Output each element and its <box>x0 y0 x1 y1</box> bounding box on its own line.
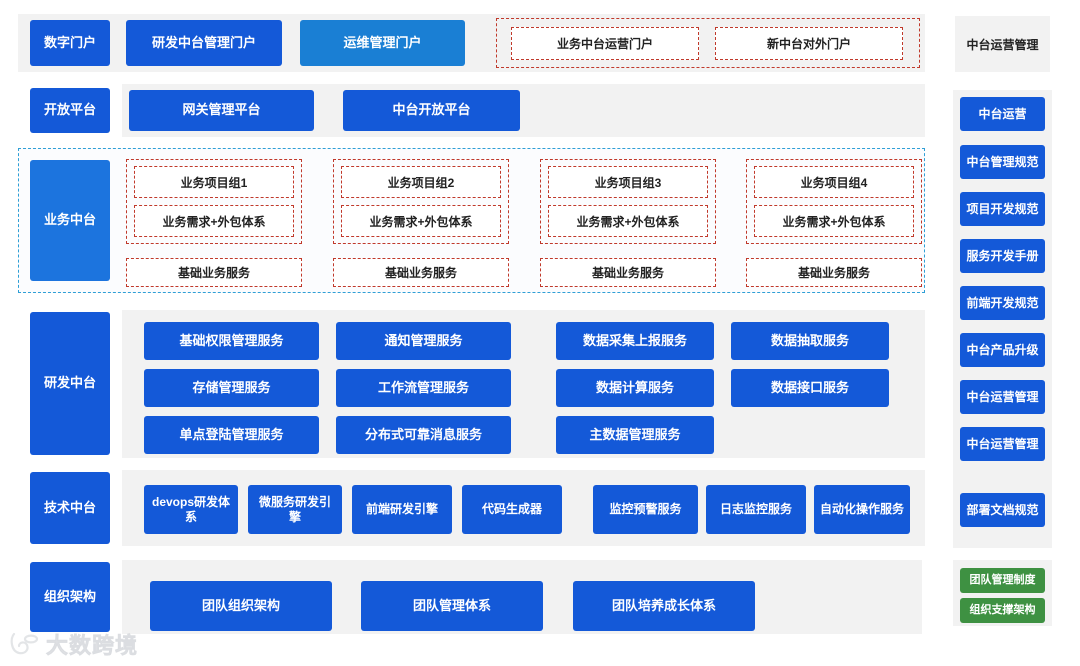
business-group-1-subtitle[interactable]: 业务需求+外包体系 <box>134 205 294 237</box>
tech-service-devops[interactable]: devops研发体系 <box>144 485 238 534</box>
rnd-service-messaging[interactable]: 分布式可靠消息服务 <box>336 416 511 454</box>
portal-business-ops[interactable]: 业务中台运营门户 <box>511 27 699 60</box>
business-group-4: 业务项目组4 业务需求+外包体系 <box>746 159 922 244</box>
org-team-growth[interactable]: 团队培养成长体系 <box>573 581 755 631</box>
watermark: 大数跨境 <box>10 628 138 660</box>
business-group-3: 业务项目组3 业务需求+外包体系 <box>540 159 716 244</box>
portal-ops-management[interactable]: 运维管理门户 <box>300 20 465 66</box>
right-item-service-dev-manual[interactable]: 服务开发手册 <box>960 239 1045 273</box>
business-group-3-title[interactable]: 业务项目组3 <box>548 166 708 198</box>
tech-midplatform-label[interactable]: 技术中台 <box>30 472 110 544</box>
right-item-frontend-dev-spec[interactable]: 前端开发规范 <box>960 286 1045 320</box>
right-item-team-management-system[interactable]: 团队管理制度 <box>960 568 1045 593</box>
portal-dev-management[interactable]: 研发中台管理门户 <box>126 20 282 66</box>
right-item-management-spec[interactable]: 中台管理规范 <box>960 145 1045 179</box>
right-column-header: 中台运营管理 <box>966 37 1039 52</box>
rnd-midplatform-label[interactable]: 研发中台 <box>30 312 110 455</box>
business-group-2-title[interactable]: 业务项目组2 <box>341 166 501 198</box>
rnd-service-workflow[interactable]: 工作流管理服务 <box>336 369 511 407</box>
open-platform-label[interactable]: 开放平台 <box>30 88 110 133</box>
org-structure-label[interactable]: 组织架构 <box>30 562 110 632</box>
rnd-service-data-collection[interactable]: 数据采集上报服务 <box>556 322 714 360</box>
gateway-management-platform[interactable]: 网关管理平台 <box>129 90 314 131</box>
tech-service-log-monitoring[interactable]: 日志监控服务 <box>706 485 806 534</box>
business-group-3-subtitle[interactable]: 业务需求+外包体系 <box>548 205 708 237</box>
midplatform-open-platform[interactable]: 中台开放平台 <box>343 90 520 131</box>
right-column-header-panel <box>955 16 1050 72</box>
business-group-2-basic-service[interactable]: 基础业务服务 <box>333 258 509 287</box>
tech-service-monitoring-alert[interactable]: 监控预警服务 <box>593 485 698 534</box>
business-group-4-subtitle[interactable]: 业务需求+外包体系 <box>754 205 914 237</box>
business-group-2: 业务项目组2 业务需求+外包体系 <box>333 159 509 244</box>
right-item-org-support-structure[interactable]: 组织支撑架构 <box>960 598 1045 623</box>
business-midplatform-label[interactable]: 业务中台 <box>30 160 110 281</box>
business-group-1-basic-service[interactable]: 基础业务服务 <box>126 258 302 287</box>
rnd-service-data-compute[interactable]: 数据计算服务 <box>556 369 714 407</box>
org-team-structure[interactable]: 团队组织架构 <box>150 581 332 631</box>
watermark-logo-icon <box>10 631 40 657</box>
rnd-service-notification[interactable]: 通知管理服务 <box>336 322 511 360</box>
right-item-midplatform-operation[interactable]: 中台运营 <box>960 97 1045 131</box>
business-group-1-title[interactable]: 业务项目组1 <box>134 166 294 198</box>
org-team-management[interactable]: 团队管理体系 <box>361 581 543 631</box>
right-item-deployment-doc-spec[interactable]: 部署文档规范 <box>960 493 1045 527</box>
portal-new-external[interactable]: 新中台对外门户 <box>715 27 903 60</box>
business-group-2-subtitle[interactable]: 业务需求+外包体系 <box>341 205 501 237</box>
portals-dashed-group: 业务中台运营门户 新中台对外门户 <box>496 18 920 68</box>
business-group-1: 业务项目组1 业务需求+外包体系 <box>126 159 302 244</box>
rnd-service-storage[interactable]: 存储管理服务 <box>144 369 319 407</box>
portal-label-digital[interactable]: 数字门户 <box>30 20 110 66</box>
rnd-service-auth[interactable]: 基础权限管理服务 <box>144 322 319 360</box>
rnd-service-data-extraction[interactable]: 数据抽取服务 <box>731 322 889 360</box>
right-item-operation-management-1[interactable]: 中台运营管理 <box>960 380 1045 414</box>
right-item-product-upgrade[interactable]: 中台产品升级 <box>960 333 1045 367</box>
business-group-4-basic-service[interactable]: 基础业务服务 <box>746 258 922 287</box>
tech-service-code-generator[interactable]: 代码生成器 <box>462 485 562 534</box>
business-group-4-title[interactable]: 业务项目组4 <box>754 166 914 198</box>
rnd-service-data-interface[interactable]: 数据接口服务 <box>731 369 889 407</box>
right-item-project-dev-spec[interactable]: 项目开发规范 <box>960 192 1045 226</box>
rnd-service-master-data[interactable]: 主数据管理服务 <box>556 416 714 454</box>
tech-service-frontend-engine[interactable]: 前端研发引擎 <box>352 485 452 534</box>
tech-service-automation[interactable]: 自动化操作服务 <box>814 485 910 534</box>
right-item-operation-management-2[interactable]: 中台运营管理 <box>960 427 1045 461</box>
business-group-3-basic-service[interactable]: 基础业务服务 <box>540 258 716 287</box>
tech-service-microservice-engine[interactable]: 微服务研发引擎 <box>248 485 342 534</box>
rnd-service-sso[interactable]: 单点登陆管理服务 <box>144 416 319 454</box>
